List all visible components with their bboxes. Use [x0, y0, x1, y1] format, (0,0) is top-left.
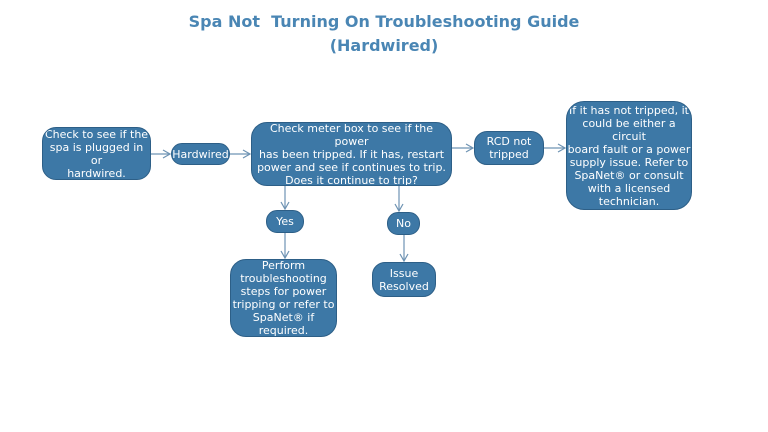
node-issue-resolved: Issue Resolved — [372, 262, 436, 297]
node-check-meter: Check meter box to see if the power has … — [251, 122, 452, 186]
node-yes: Yes — [266, 210, 304, 233]
node-check-plugged: Check to see if the spa is plugged in or… — [42, 127, 151, 180]
diagram-title-line1: Spa Not Turning On Troubleshooting Guide — [188, 12, 580, 31]
node-no: No — [387, 212, 420, 235]
node-perform-steps: Perform troubleshooting steps for power … — [230, 259, 337, 337]
diagram-title-line2: (Hardwired) — [329, 36, 439, 55]
node-hardwired: Hardwired — [171, 143, 230, 165]
node-not-tripped-advice: If it has not tripped, it could be eithe… — [566, 101, 692, 210]
node-rcd-not-tripped: RCD not tripped — [474, 131, 544, 165]
